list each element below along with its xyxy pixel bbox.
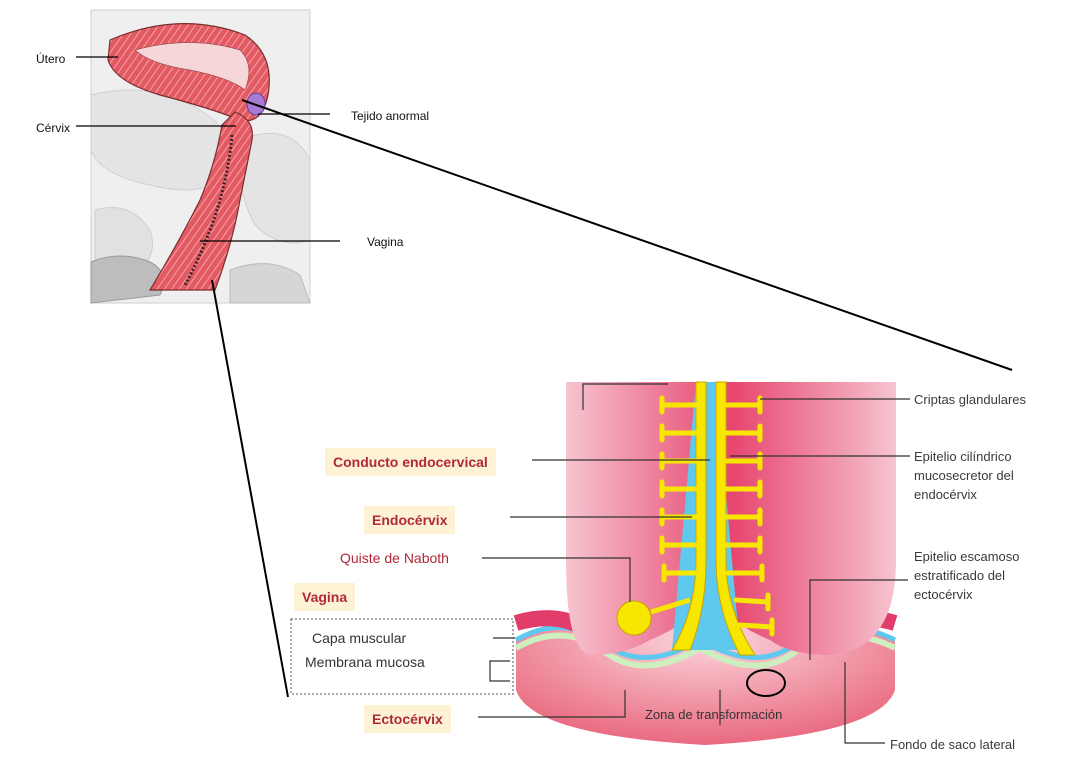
label-zona-transformacion: Zona de transformación bbox=[645, 707, 782, 722]
label-utero: Útero bbox=[36, 52, 65, 66]
uterus-sketch bbox=[91, 10, 310, 303]
label-quiste-naboth: Quiste de Naboth bbox=[340, 550, 449, 566]
cervix-detail bbox=[516, 382, 896, 745]
label-ectocervix: Ectocérvix bbox=[364, 705, 451, 733]
label-capa-muscular: Capa muscular bbox=[312, 630, 406, 646]
label-membrana-mucosa: Membrana mucosa bbox=[305, 654, 425, 670]
label-vagina-detail: Vagina bbox=[294, 583, 355, 611]
label-vagina-top: Vagina bbox=[367, 235, 403, 249]
label-tejido-anormal: Tejido anormal bbox=[351, 109, 429, 123]
label-epitelio-cilindrico: Epitelio cilíndrico mucosecretor del end… bbox=[914, 447, 1054, 504]
label-epitelio-escamoso: Epitelio escamoso estratificado del ecto… bbox=[914, 547, 1044, 604]
label-criptas-glandulares: Criptas glandulares bbox=[914, 390, 1026, 409]
label-conducto-endocervical: Conducto endocervical bbox=[325, 448, 496, 476]
label-cervix: Cérvix bbox=[36, 121, 70, 135]
label-fondo-saco: Fondo de saco lateral bbox=[890, 735, 1015, 754]
label-endocervix: Endocérvix bbox=[364, 506, 455, 534]
naboth-cyst bbox=[617, 601, 651, 635]
